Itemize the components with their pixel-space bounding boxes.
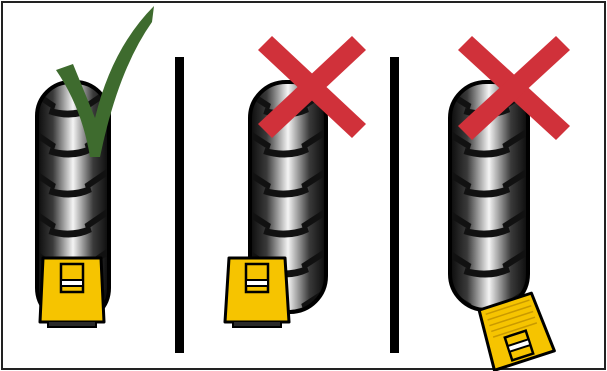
wheel-chock-block [40,258,104,327]
panel-divider [175,57,184,353]
panel-divider [390,57,399,353]
wheel-chock-block [225,258,289,327]
